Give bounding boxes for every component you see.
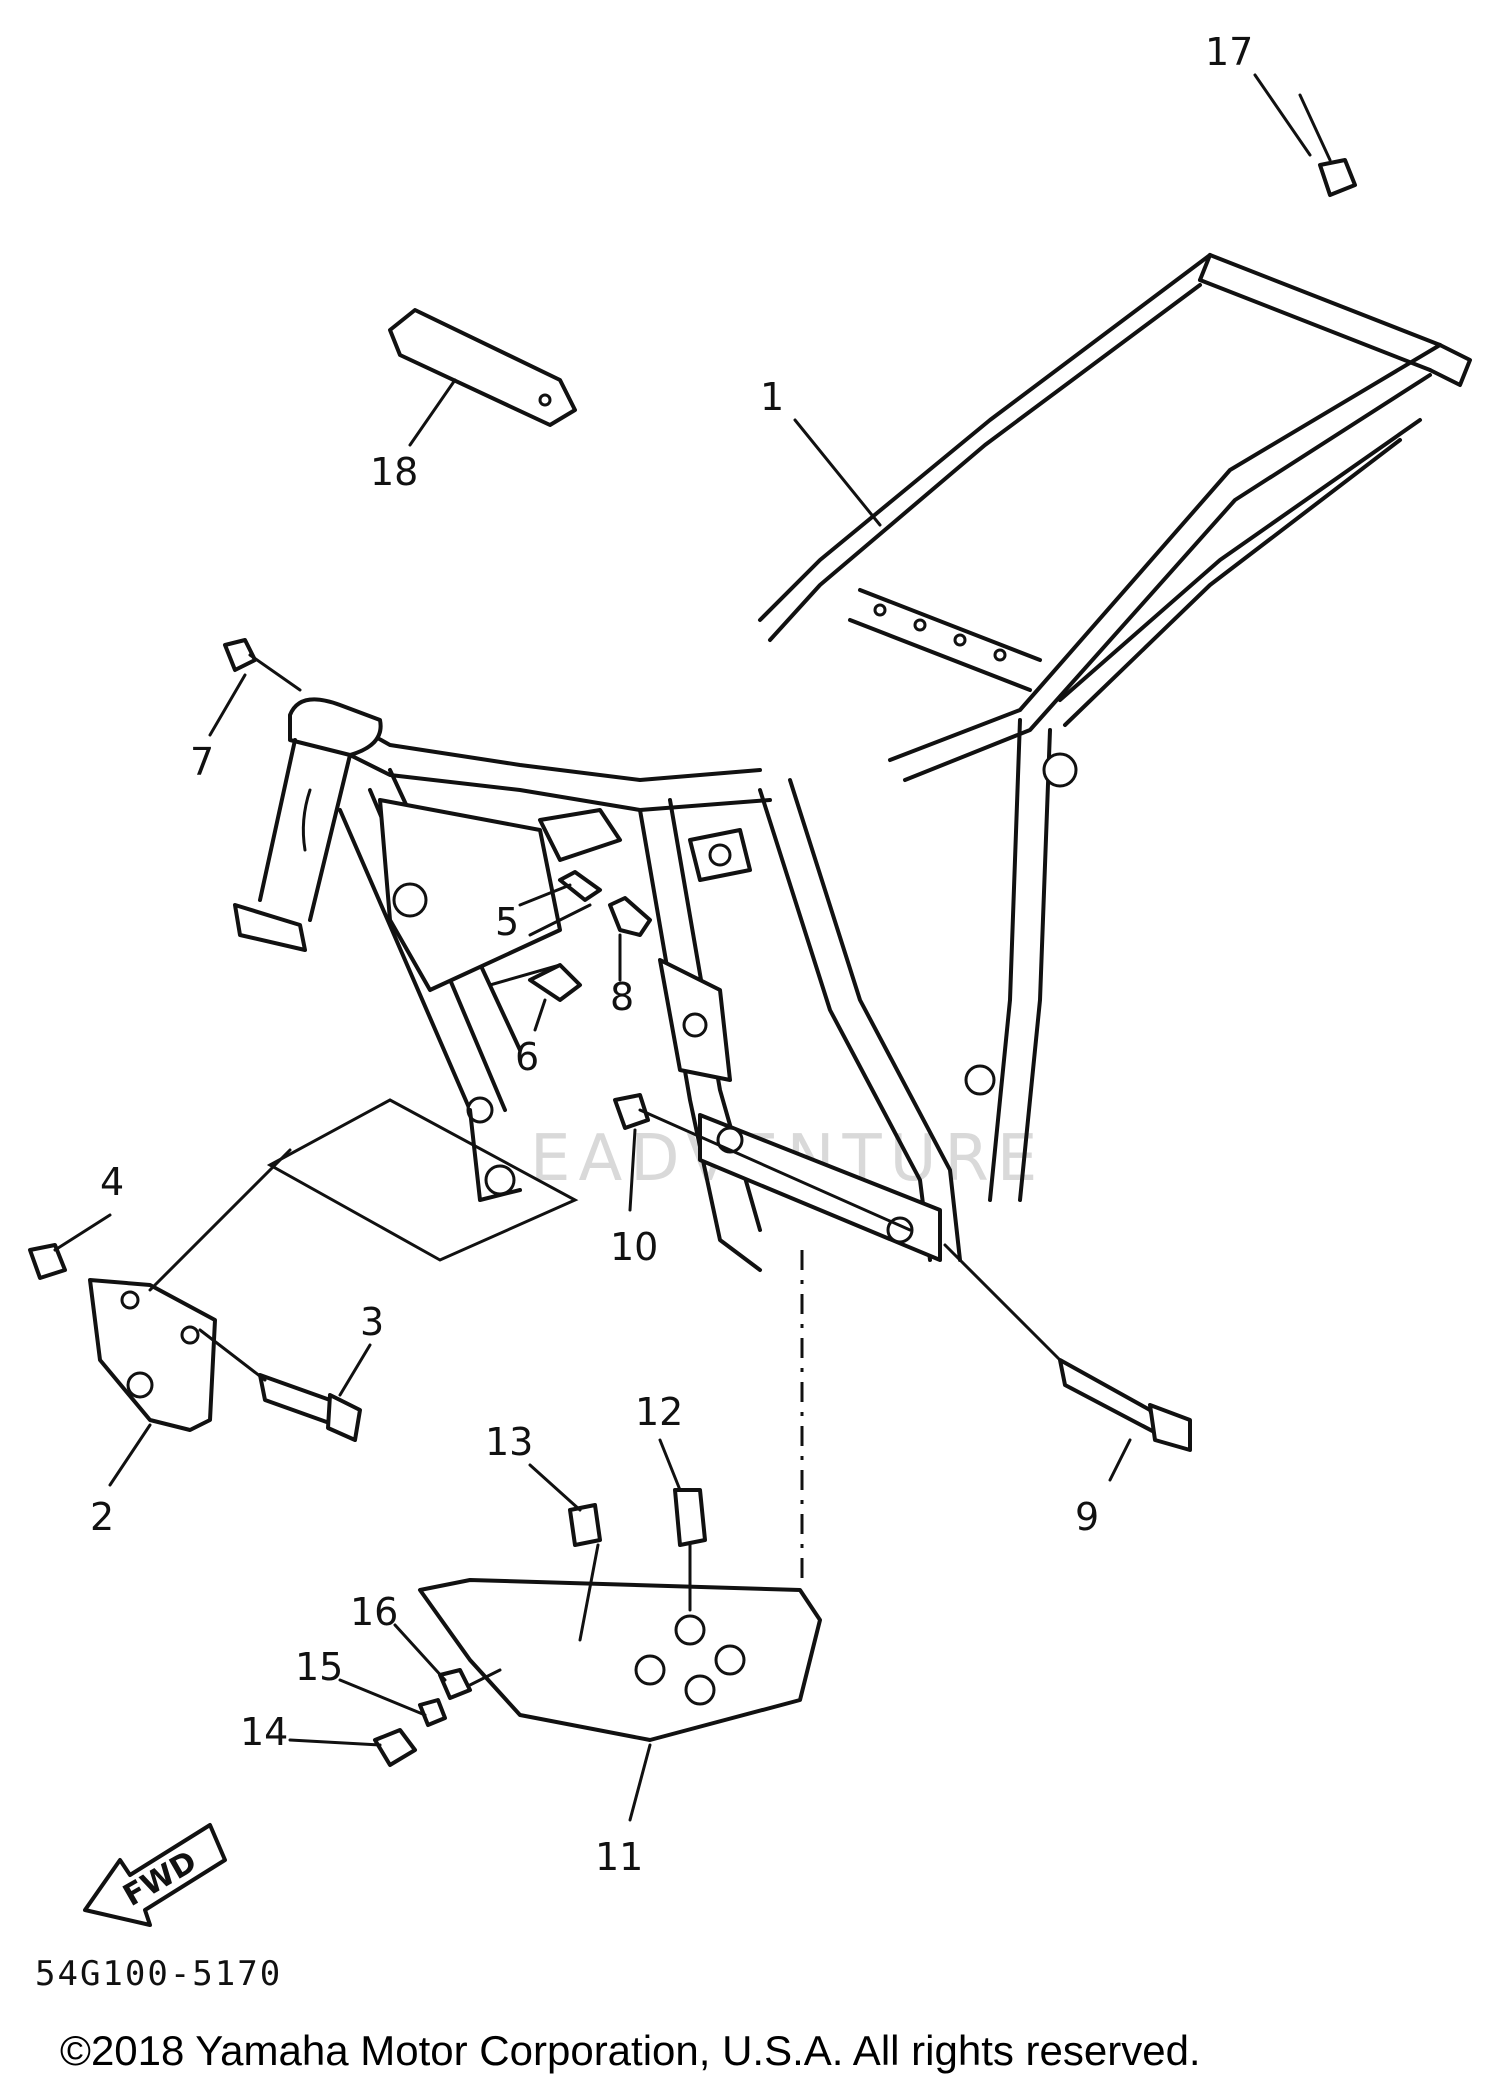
callout-14: 14 — [240, 1710, 288, 1754]
part-3-bolt — [258, 1373, 337, 1427]
part-18-plate — [388, 308, 577, 427]
part-5-bolt — [558, 870, 602, 902]
callout-13: 13 — [485, 1420, 533, 1464]
part-15-washer — [418, 1698, 447, 1727]
part-17-cap — [1318, 158, 1357, 197]
part-2-bracket — [88, 1278, 217, 1432]
fwd-arrow-icon: FWD — [83, 1823, 227, 1927]
callout-8: 8 — [610, 975, 634, 1019]
part-4-nut — [28, 1243, 67, 1280]
callout-9: 9 — [1075, 1495, 1099, 1539]
part-13-collar — [568, 1503, 602, 1547]
callout-12: 12 — [635, 1390, 683, 1434]
part-11-skid-plate — [418, 1578, 822, 1742]
callout-17: 17 — [1205, 30, 1253, 74]
part-16-collar — [438, 1668, 472, 1700]
part-14-bolt — [373, 1728, 417, 1767]
callout-7: 7 — [190, 740, 214, 784]
callout-16: 16 — [350, 1590, 398, 1634]
callout-2: 2 — [90, 1495, 114, 1539]
callout-1: 1 — [760, 375, 784, 419]
callout-18: 18 — [370, 450, 418, 494]
part-12-collar — [673, 1488, 707, 1547]
diagram-code: 54G100-5170 — [35, 1954, 282, 1994]
callout-15: 15 — [295, 1645, 343, 1689]
callout-3: 3 — [360, 1300, 384, 1344]
part-9-bolt — [1058, 1358, 1162, 1437]
frame-assembly — [233, 253, 1472, 1272]
copyright-text: ©2018 Yamaha Motor Corporation, U.S.A. A… — [60, 2027, 1201, 2074]
callout-6: 6 — [515, 1035, 539, 1079]
part-6-bolt — [528, 963, 582, 1002]
callout-4: 4 — [100, 1160, 124, 1204]
part-10-nut — [613, 1093, 650, 1130]
part-8-bolt — [608, 896, 652, 937]
callout-11: 11 — [595, 1835, 643, 1879]
callout-5: 5 — [495, 900, 519, 944]
callout-10: 10 — [610, 1225, 658, 1269]
